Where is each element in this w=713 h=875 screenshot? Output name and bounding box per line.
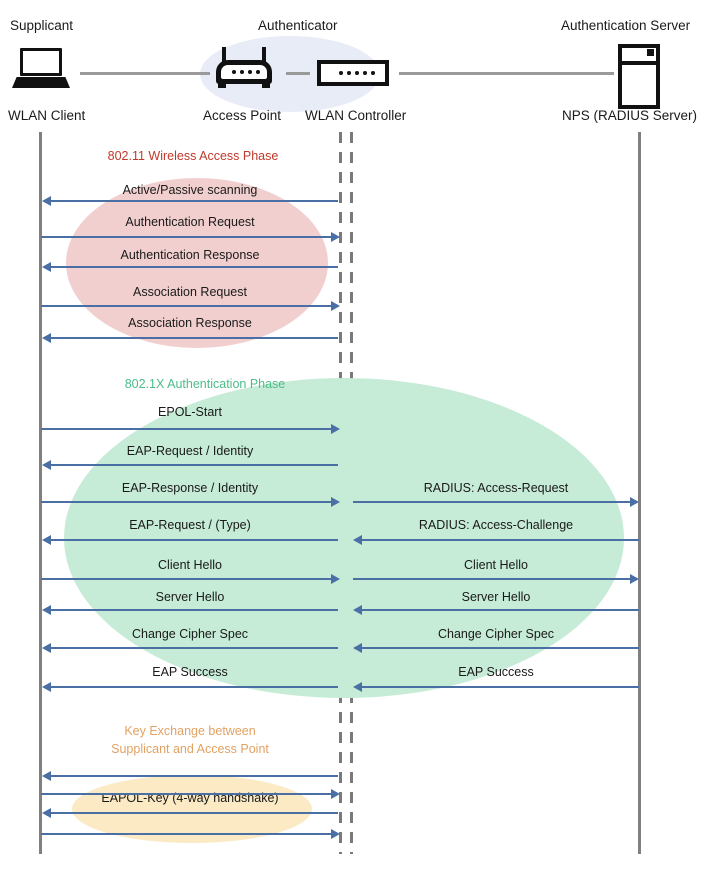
arrowhead-left-8 (42, 535, 51, 545)
message-arrow-left-16 (41, 833, 335, 835)
arrowhead-left-12 (42, 682, 51, 692)
arrowhead-left-16 (331, 829, 340, 839)
message-arrow-right-4 (356, 647, 639, 649)
message-arrow-left-14 (41, 793, 335, 795)
wlan-controller-icon (317, 60, 389, 86)
actor-name-access-point: Access Point (203, 108, 282, 123)
arrowhead-left-11 (42, 643, 51, 653)
actor-role-supplicant: Supplicant (10, 18, 74, 33)
link-client-to-ap (80, 72, 210, 75)
phase-label-8021x: 802.1X Authentication Phase (124, 377, 286, 391)
message-arrow-left-2 (44, 266, 338, 268)
message-label-left-11: Change Cipher Spec (131, 627, 249, 641)
message-label-left-7: EAP-Response / Identity (121, 481, 259, 495)
actor-name-wlan-client: WLAN Client (8, 108, 86, 123)
arrowhead-left-14 (331, 789, 340, 799)
message-arrow-left-9 (41, 578, 335, 580)
arrowhead-left-2 (42, 262, 51, 272)
message-label-left-0: Active/Passive scanning (122, 183, 258, 197)
arrowhead-left-7 (331, 497, 340, 507)
arrowhead-left-10 (42, 605, 51, 615)
message-arrow-left-15 (44, 812, 338, 814)
actor-role-authenticator: Authenticator (258, 18, 338, 33)
message-arrow-left-10 (44, 609, 338, 611)
message-label-left-6: EAP-Request / Identity (126, 444, 254, 458)
arrowhead-left-0 (42, 196, 51, 206)
message-label-left-3: Association Request (133, 285, 247, 299)
message-arrow-left-13 (44, 775, 338, 777)
message-label-right-5: EAP Success (458, 665, 534, 679)
actor-role-authentication-server: Authentication Server (561, 18, 691, 33)
message-arrow-left-11 (44, 647, 338, 649)
message-label-left-4: Association Response (128, 316, 252, 330)
message-label-left-12: EAP Success (152, 665, 228, 679)
message-label-left-9: Client Hello (158, 558, 222, 572)
arrowhead-left-1 (331, 232, 340, 242)
message-label-right-3: Server Hello (461, 590, 531, 604)
arrowhead-right-3 (353, 605, 362, 615)
message-arrow-left-6 (44, 464, 338, 466)
message-arrow-right-0 (353, 501, 634, 503)
arrowhead-left-13 (42, 771, 51, 781)
message-arrow-right-5 (356, 686, 639, 688)
arrowhead-left-4 (42, 333, 51, 343)
wireless-access-point-icon (216, 47, 272, 89)
message-label-left-8: EAP-Request / (Type) (129, 518, 251, 532)
phase-label-80211: 802.11 Wireless Access Phase (107, 149, 279, 163)
message-arrow-left-0 (44, 200, 338, 202)
message-label-left-10: Server Hello (155, 590, 225, 604)
lifeline-nps-server (638, 132, 641, 854)
link-controller-to-server (399, 72, 614, 75)
arrowhead-left-9 (331, 574, 340, 584)
actor-name-nps-radius-server: NPS (RADIUS Server) (562, 108, 698, 123)
arrowhead-right-0 (630, 497, 639, 507)
lifeline-supplicant (39, 132, 42, 854)
message-arrow-left-12 (44, 686, 338, 688)
server-icon (618, 44, 660, 109)
message-arrow-left-4 (44, 337, 338, 339)
phase-8021x-ellipse (64, 378, 624, 698)
arrowhead-left-15 (42, 808, 51, 818)
arrowhead-right-5 (353, 682, 362, 692)
arrowhead-left-5 (331, 424, 340, 434)
message-label-right-2: Client Hello (464, 558, 528, 572)
phase-80211-ellipse (66, 178, 328, 348)
message-arrow-right-3 (356, 609, 639, 611)
actor-name-wlan-controller: WLAN Controller (305, 108, 407, 123)
link-ap-to-controller (286, 72, 310, 75)
message-arrow-left-8 (44, 539, 338, 541)
phase-label-keyexch-line2: Supplicant and Access Point (111, 742, 269, 756)
message-label-right-1: RADIUS: Access-Challenge (418, 518, 574, 532)
message-arrow-left-1 (41, 236, 335, 238)
arrowhead-left-3 (331, 301, 340, 311)
message-arrow-right-2 (353, 578, 634, 580)
arrowhead-left-6 (42, 460, 51, 470)
phase-keyexch-ellipse (72, 775, 312, 843)
message-arrow-right-1 (356, 539, 639, 541)
message-label-right-0: RADIUS: Access-Request (423, 481, 569, 495)
laptop-icon (12, 48, 70, 88)
arrowhead-right-1 (353, 535, 362, 545)
arrowhead-right-4 (353, 643, 362, 653)
message-arrow-left-5 (41, 428, 335, 430)
message-label-right-4: Change Cipher Spec (437, 627, 555, 641)
message-arrow-left-7 (41, 501, 335, 503)
arrowhead-right-2 (630, 574, 639, 584)
message-arrow-left-3 (41, 305, 335, 307)
message-label-left-2: Authentication Response (120, 248, 260, 262)
phase-label-keyexch-line1: Key Exchange between (124, 724, 256, 738)
message-label-left-1: Authentication Request (125, 215, 255, 229)
message-label-left-5: EPOL-Start (158, 405, 222, 419)
